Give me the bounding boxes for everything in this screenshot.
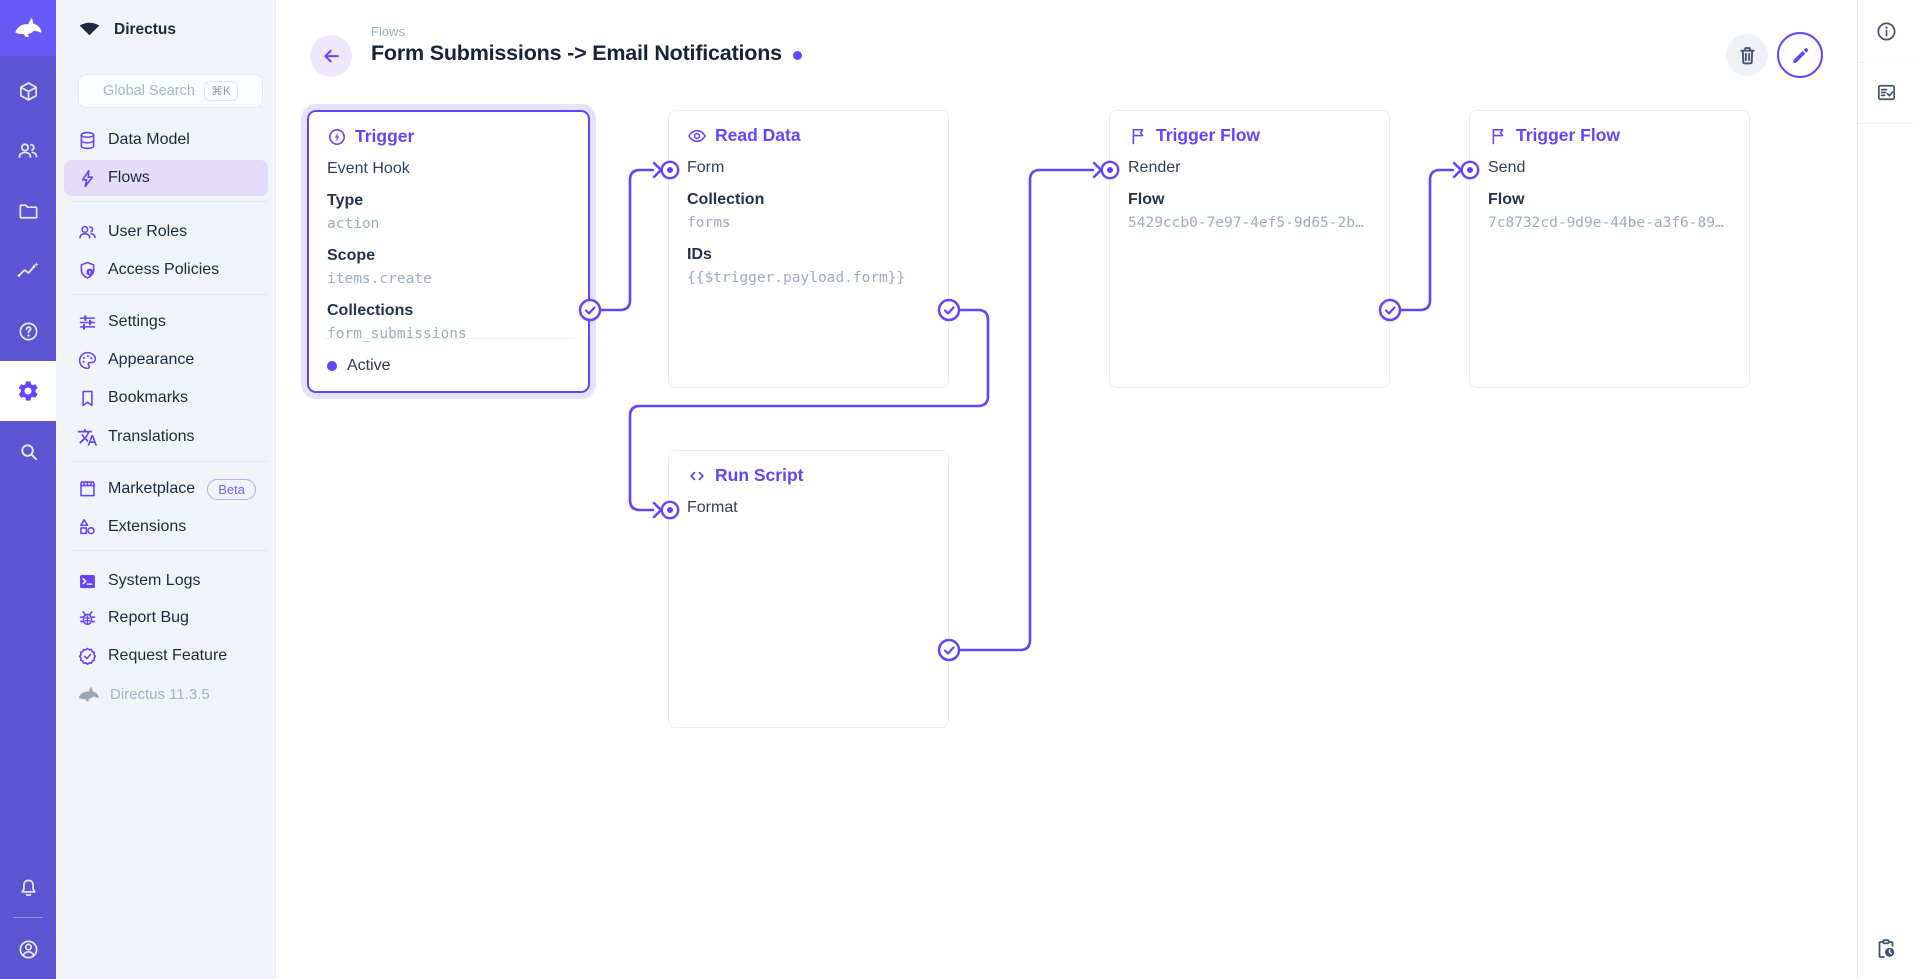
sidebar-divider xyxy=(70,294,267,295)
module-insights-icon[interactable] xyxy=(0,241,56,301)
edit-flow-button[interactable] xyxy=(1777,32,1823,78)
panel-name: Send xyxy=(1488,159,1526,176)
sidebar-item-report-bug[interactable]: Report Bug xyxy=(64,600,268,636)
directus-rabbit-logo-icon[interactable] xyxy=(0,0,56,56)
code-icon xyxy=(687,466,707,486)
search-placeholder: Global Search xyxy=(103,83,195,99)
nav-sidebar: Directus Global Search ⌘K Data Model Flo… xyxy=(56,0,276,979)
sidebar-item-flows[interactable]: Flows xyxy=(64,160,268,196)
sidebar-item-marketplace[interactable]: Marketplace Beta xyxy=(64,471,268,507)
page-title: Form Submissions -> Email Notifications xyxy=(371,41,782,65)
bolt-circle-icon xyxy=(327,127,347,147)
trash-icon xyxy=(1736,44,1759,67)
panel-name: Form xyxy=(687,159,725,176)
flow-panel-run-script[interactable]: Run Script Format xyxy=(668,450,949,728)
version-label: Directus 11.3.5 xyxy=(110,685,210,703)
project-header: Directus xyxy=(56,12,276,48)
sidebar-item-translations[interactable]: Translations xyxy=(64,419,268,455)
shapes-icon xyxy=(77,517,98,538)
module-content-icon[interactable] xyxy=(0,61,56,121)
right-rail-divider xyxy=(1858,123,1913,124)
shield-lock-icon xyxy=(77,260,98,281)
flag-icon xyxy=(1488,126,1508,146)
wire-trigger-to-read-data xyxy=(598,168,655,312)
bookmark-icon xyxy=(77,388,98,409)
storefront-icon xyxy=(77,479,98,500)
seal-check-icon xyxy=(77,646,98,667)
sidebar-divider xyxy=(70,461,267,462)
module-settings-icon[interactable] xyxy=(0,361,56,421)
eye-icon xyxy=(687,126,707,146)
users-icon xyxy=(77,222,98,243)
rabbit-version-icon xyxy=(77,683,100,706)
account-avatar-icon[interactable] xyxy=(0,919,56,979)
status-dot xyxy=(327,361,337,371)
sidebar-item-appearance[interactable]: Appearance xyxy=(64,342,268,378)
module-help-icon[interactable] xyxy=(0,301,56,361)
unsaved-dot xyxy=(792,50,802,60)
wire-run-script-to-render xyxy=(957,168,1095,652)
sidebar-item-extensions[interactable]: Extensions xyxy=(64,509,268,545)
global-search-input[interactable]: Global Search ⌘K xyxy=(78,74,263,108)
pencil-icon xyxy=(1789,44,1812,67)
sidebar-item-user-roles[interactable]: User Roles xyxy=(64,214,268,250)
version-row: Directus 11.3.5 xyxy=(64,676,268,712)
panel-name: Event Hook xyxy=(327,160,410,177)
sidebar-divider xyxy=(70,550,267,551)
module-users-icon[interactable] xyxy=(0,121,56,181)
palette-icon xyxy=(77,350,98,371)
panel-name: Render xyxy=(1128,159,1181,176)
panel-divider xyxy=(323,338,574,339)
delete-flow-button[interactable] xyxy=(1726,34,1768,76)
right-rail-divider xyxy=(1858,62,1913,63)
sidebar-item-bookmarks[interactable]: Bookmarks xyxy=(64,380,268,416)
flag-icon xyxy=(1128,126,1148,146)
beta-badge: Beta xyxy=(207,478,256,500)
sidebar-item-system-logs[interactable]: System Logs xyxy=(64,563,268,599)
sidebar-item-data-model[interactable]: Data Model xyxy=(64,122,268,158)
arrow-left-icon xyxy=(320,45,343,68)
activity-clipboard-icon[interactable] xyxy=(1858,919,1913,979)
project-name: Directus xyxy=(114,21,177,38)
status-badge[interactable]: Active xyxy=(327,357,391,375)
project-logo-icon xyxy=(77,18,102,43)
flow-canvas-area: Flows Form Submissions -> Email Notifica… xyxy=(276,0,1857,979)
info-sidebar-icon[interactable] xyxy=(1858,1,1913,61)
bolt-icon xyxy=(77,168,98,189)
module-search-icon[interactable] xyxy=(0,421,56,481)
sidebar-divider xyxy=(70,201,267,202)
breadcrumb[interactable]: Flows xyxy=(371,24,405,39)
bug-icon xyxy=(77,608,98,629)
module-files-icon[interactable] xyxy=(0,181,56,241)
right-sidebar xyxy=(1857,0,1913,979)
tune-sliders-icon xyxy=(77,312,98,333)
notifications-bell-icon[interactable] xyxy=(0,858,56,918)
module-bar xyxy=(0,0,56,979)
back-button[interactable] xyxy=(310,35,352,77)
sidebar-item-request-feature[interactable]: Request Feature xyxy=(64,638,268,674)
flow-detail-form-icon[interactable] xyxy=(1858,62,1913,122)
rail-divider xyxy=(13,917,43,918)
terminal-icon xyxy=(77,571,98,592)
wire-render-to-send xyxy=(1398,168,1455,312)
sidebar-item-access-policies[interactable]: Access Policies xyxy=(64,252,268,288)
panel-name: Format xyxy=(687,499,738,516)
sidebar-item-settings[interactable]: Settings xyxy=(64,304,268,340)
translate-icon xyxy=(77,427,98,448)
search-shortcut-badge: ⌘K xyxy=(203,81,238,101)
database-icon xyxy=(77,130,98,151)
